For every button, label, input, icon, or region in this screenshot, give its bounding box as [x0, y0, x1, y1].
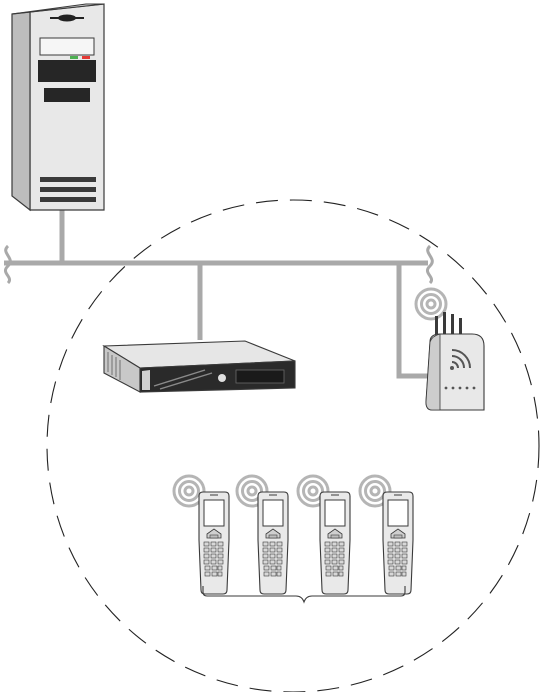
server-tower-icon [12, 4, 104, 210]
handheld-2 [237, 476, 288, 594]
handheld-3 [298, 476, 350, 594]
handheld-1 [174, 476, 229, 594]
wireless-access-point-icon [416, 289, 484, 410]
handheld-4 [360, 476, 413, 594]
bus-break-right [427, 246, 432, 283]
wireless-coverage-boundary [47, 200, 539, 692]
handheld-group-bracket [203, 586, 405, 602]
rack-server-icon [104, 341, 295, 392]
handheld-group [174, 476, 413, 594]
